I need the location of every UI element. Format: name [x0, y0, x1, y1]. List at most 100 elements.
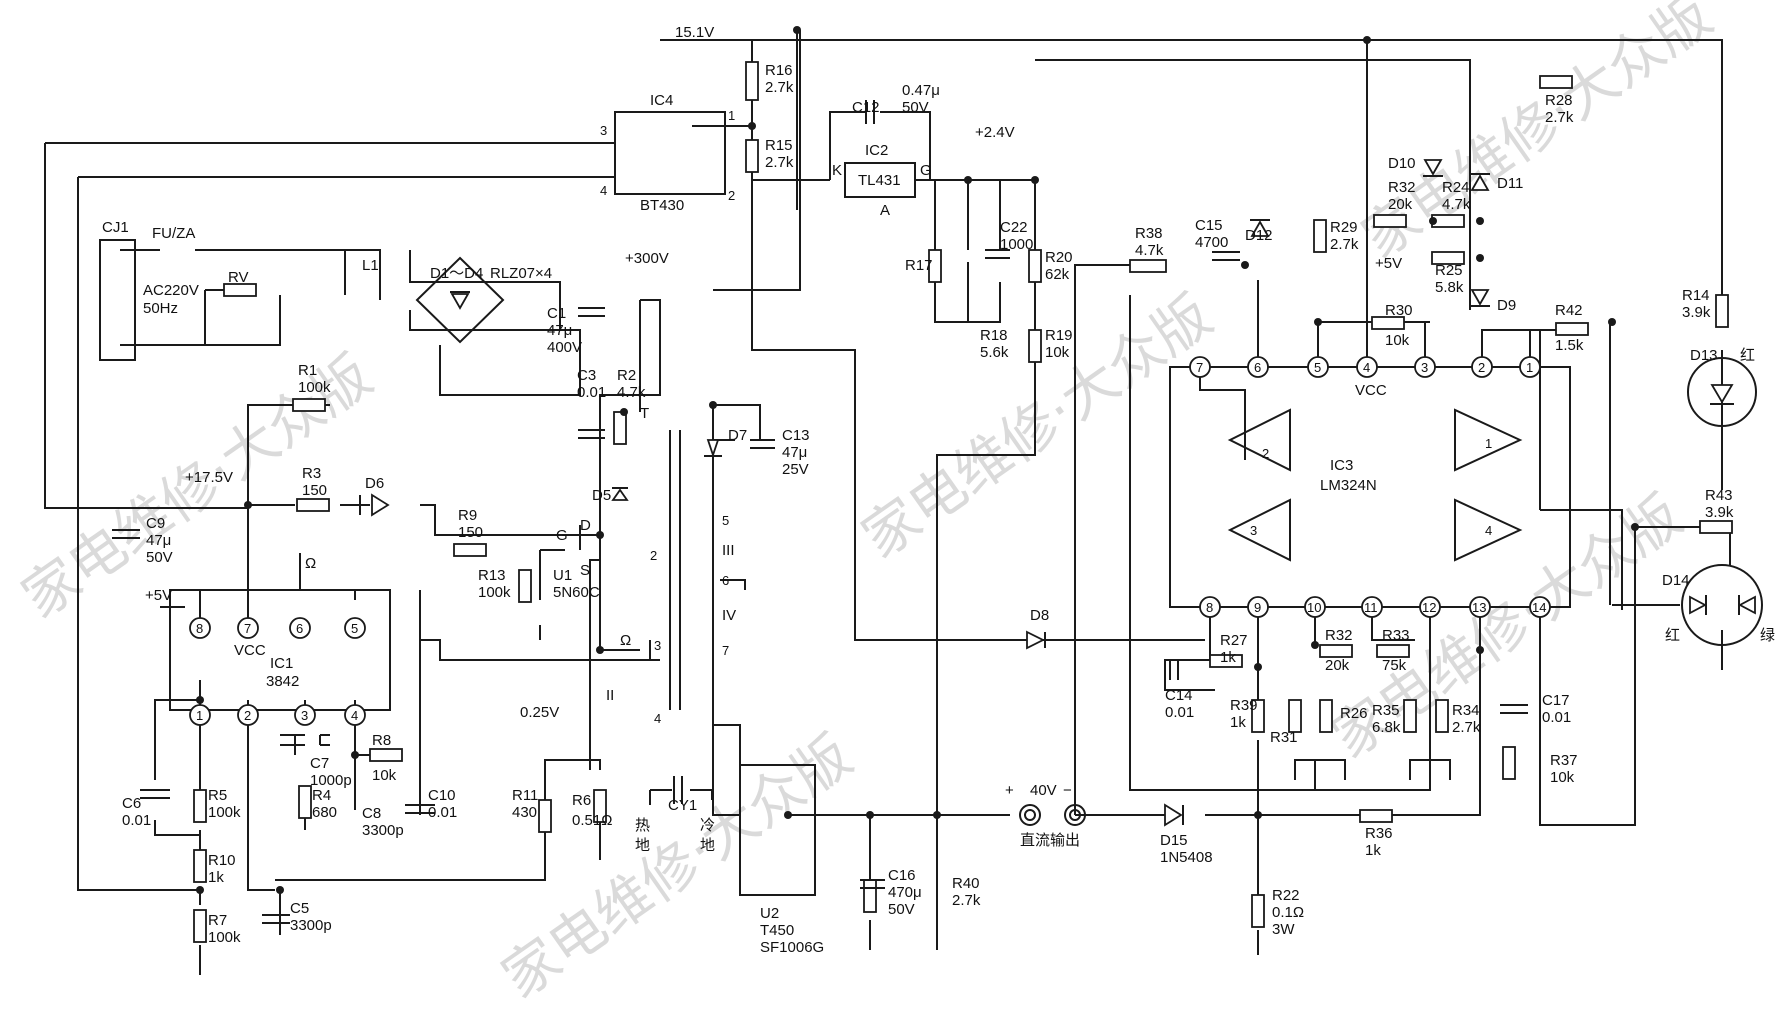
cj1-box	[99, 239, 136, 361]
svg-text:5: 5	[1314, 360, 1321, 375]
svg-text:R17: R17	[905, 257, 933, 274]
svg-text:VCC: VCC	[234, 642, 266, 659]
svg-text:U2: U2	[760, 905, 779, 922]
svg-text:3.9k: 3.9k	[1682, 304, 1711, 321]
svg-text:4: 4	[600, 183, 607, 198]
ic4-box	[614, 111, 726, 195]
svg-text:TL431: TL431	[858, 172, 901, 189]
svg-text:家电维修·大众版: 家电维修·大众版	[851, 283, 1224, 571]
svg-text:C16: C16	[888, 867, 916, 884]
svg-text:R36: R36	[1365, 825, 1393, 842]
svg-text:R30: R30	[1385, 302, 1413, 319]
svg-text:470μ: 470μ	[888, 884, 922, 901]
svg-text:3.9k: 3.9k	[1705, 504, 1734, 521]
svg-text:R28: R28	[1545, 92, 1573, 109]
svg-text:47μ: 47μ	[782, 444, 807, 461]
svg-text:R24: R24	[1442, 179, 1470, 196]
svg-text:10k: 10k	[372, 767, 397, 784]
svg-text:47μ: 47μ	[547, 322, 572, 339]
svg-text:LM324N: LM324N	[1320, 477, 1377, 494]
svg-text:IC2: IC2	[865, 142, 888, 159]
svg-text:12: 12	[1422, 600, 1436, 615]
svg-text:0.01: 0.01	[1165, 704, 1194, 721]
svg-text:C3: C3	[577, 367, 596, 384]
svg-text:K: K	[832, 162, 842, 179]
svg-text:100k: 100k	[298, 379, 331, 396]
svg-text:RV: RV	[228, 269, 249, 286]
svg-text:4700: 4700	[1195, 234, 1228, 251]
svg-text:4.7k: 4.7k	[1135, 242, 1164, 259]
svg-text:1k: 1k	[1230, 714, 1246, 731]
svg-text:D15: D15	[1160, 832, 1188, 849]
svg-text:2.7k: 2.7k	[952, 892, 981, 909]
svg-text:2.7k: 2.7k	[1452, 719, 1481, 736]
svg-text:1N5408: 1N5408	[1160, 849, 1213, 866]
svg-text:3: 3	[1421, 360, 1428, 375]
svg-text:III: III	[722, 542, 735, 559]
label-hot-1: 热	[635, 817, 650, 834]
svg-text:4: 4	[1363, 360, 1370, 375]
svg-text:1: 1	[1485, 436, 1492, 451]
svg-text:IC4: IC4	[650, 92, 673, 109]
svg-text:R34: R34	[1452, 702, 1480, 719]
bridge	[415, 256, 505, 344]
svg-text:100k: 100k	[208, 929, 241, 946]
svg-text:R6: R6	[572, 792, 591, 809]
svg-text:C9: C9	[146, 515, 165, 532]
svg-text:R32: R32	[1325, 627, 1353, 644]
junctions	[196, 26, 1639, 894]
svg-text:II: II	[606, 687, 614, 704]
svg-text:D9: D9	[1497, 297, 1516, 314]
u2-box	[739, 764, 816, 896]
svg-text:0.1Ω: 0.1Ω	[1272, 904, 1304, 921]
svg-text:R35: R35	[1372, 702, 1400, 719]
svg-text:R2: R2	[617, 367, 636, 384]
svg-text:2: 2	[1262, 446, 1269, 461]
svg-text:R16: R16	[765, 62, 793, 79]
svg-text:75k: 75k	[1382, 657, 1407, 674]
ic1-box	[169, 589, 391, 711]
label-2v4: +2.4V	[975, 124, 1015, 141]
svg-text:47μ: 47μ	[146, 532, 171, 549]
svg-text:R22: R22	[1272, 887, 1300, 904]
label-40v: 40V	[1030, 782, 1057, 799]
svg-text:50V: 50V	[146, 549, 173, 566]
svg-text:20k: 20k	[1388, 196, 1413, 213]
svg-text:6.8k: 6.8k	[1372, 719, 1401, 736]
svg-text:3: 3	[301, 708, 308, 723]
svg-text:A: A	[880, 202, 890, 219]
ic1-pins	[189, 617, 366, 726]
svg-text:R26: R26	[1340, 705, 1368, 722]
svg-text:BT430: BT430	[640, 197, 684, 214]
svg-text:T: T	[640, 405, 649, 422]
svg-text:5.8k: 5.8k	[1435, 279, 1464, 296]
label-red-d13: 红	[1740, 347, 1755, 364]
svg-text:8: 8	[1206, 600, 1213, 615]
svg-text:9: 9	[1254, 600, 1261, 615]
label-0v25: 0.25V	[520, 704, 559, 721]
output-terminals[interactable]	[1019, 804, 1086, 826]
svg-text:R31: R31	[1270, 729, 1298, 746]
svg-text:3: 3	[654, 638, 661, 653]
svg-text:G: G	[920, 162, 932, 179]
svg-text:R40: R40	[952, 875, 980, 892]
svg-text:C17: C17	[1542, 692, 1570, 709]
svg-text:D6: D6	[365, 475, 384, 492]
svg-text:CY1: CY1	[668, 797, 697, 814]
label-omega-2: Ω	[620, 632, 631, 649]
svg-text:CJ1: CJ1	[102, 219, 129, 236]
svg-text:0.01: 0.01	[122, 812, 151, 829]
svg-text:C8: C8	[362, 805, 381, 822]
svg-text:2.7k: 2.7k	[1330, 236, 1359, 253]
svg-text:SF1006G: SF1006G	[760, 939, 824, 956]
svg-text:680: 680	[312, 804, 337, 821]
svg-text:R10: R10	[208, 852, 236, 869]
svg-text:R29: R29	[1330, 219, 1358, 236]
svg-text:20k: 20k	[1325, 657, 1350, 674]
svg-text:1000: 1000	[1000, 236, 1033, 253]
svg-text:2: 2	[244, 708, 251, 723]
svg-text:C5: C5	[290, 900, 309, 917]
svg-text:10k: 10k	[1385, 332, 1410, 349]
svg-text:家电维修·大众版: 家电维修·大众版	[491, 723, 864, 1011]
